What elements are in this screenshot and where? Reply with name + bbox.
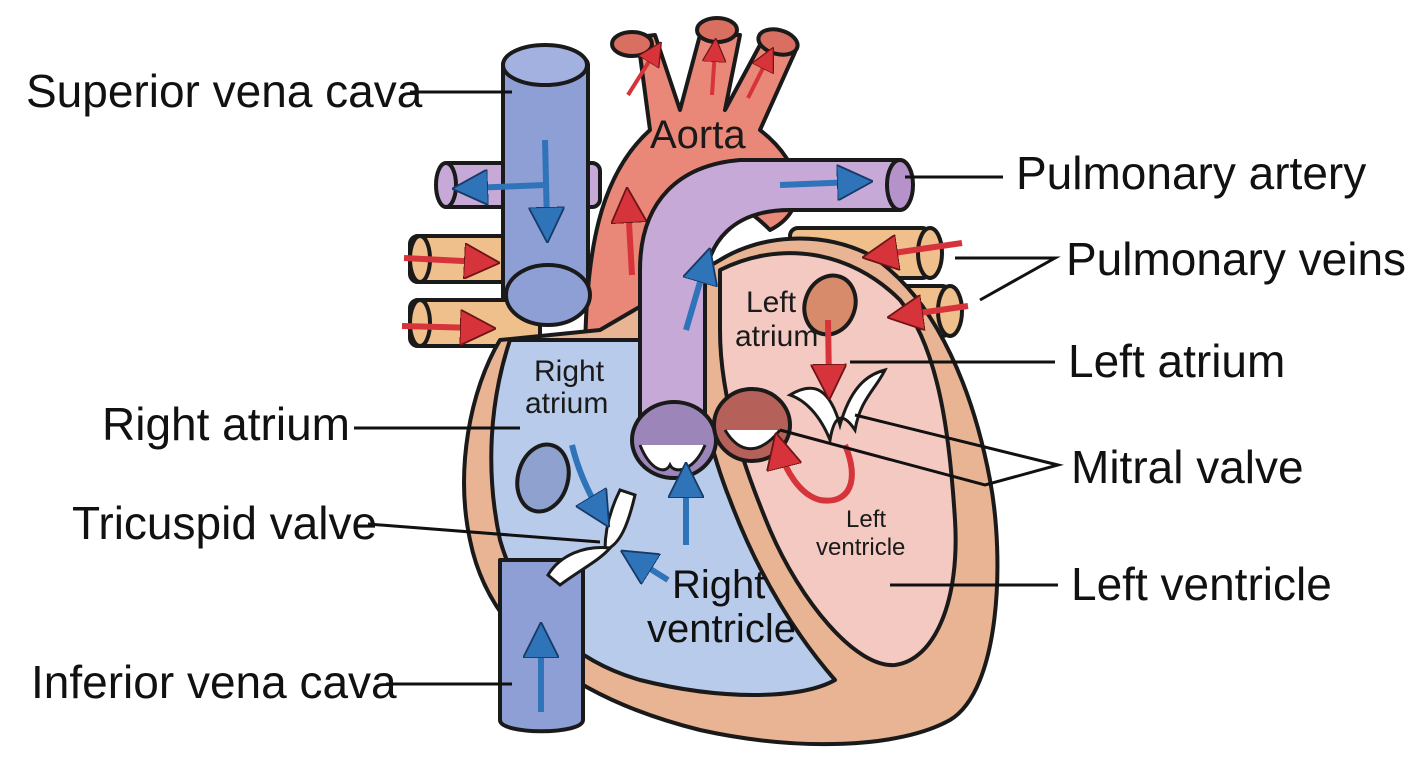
label-pulmonary-veins: Pulmonary veins — [1066, 233, 1406, 285]
inferior-vena-cava — [498, 558, 585, 734]
left-ventricle-inner-label-1: Left — [846, 506, 886, 533]
label-inferior-vena-cava: Inferior vena cava — [31, 656, 397, 708]
mitral-valve — [786, 367, 888, 446]
label-mitral-valve: Mitral valve — [1071, 441, 1304, 493]
label-pulmonary-artery: Pulmonary artery — [1016, 147, 1366, 199]
left-atrium-opening — [802, 273, 858, 337]
label-left-ventricle: Left ventricle — [1071, 558, 1332, 610]
label-superior-vena-cava: Superior vena cava — [26, 65, 423, 117]
right-ventricle-inner-label-2: ventricle — [647, 607, 796, 651]
label-right-atrium: Right atrium — [102, 398, 350, 450]
right-atrium-inner-label-1: Right — [534, 355, 605, 388]
left-ventricle-inner-label-2: ventricle — [816, 534, 905, 561]
aortic-valve — [712, 387, 792, 463]
aorta-label: Aorta — [650, 113, 746, 157]
left-chamber — [718, 251, 958, 668]
pulmonary-artery — [470, 158, 915, 442]
label-left-atrium: Left atrium — [1068, 335, 1285, 387]
right-atrium-opening — [515, 442, 571, 514]
left-atrium-inner-label-1: Left — [746, 286, 797, 319]
label-tricuspid-valve: Tricuspid valve — [72, 497, 377, 549]
right-ventricle-inner-label-1: Right — [672, 563, 765, 607]
superior-vena-cava — [501, 43, 592, 327]
left-atrium-inner-label-2: atrium — [735, 320, 818, 353]
right-atrium-inner-label-2: atrium — [525, 387, 608, 420]
pulmonary-valve — [630, 400, 718, 480]
leader-lines — [354, 90, 1064, 686]
tricuspid-valve — [546, 488, 637, 587]
flow-arrows — [401, 243, 969, 580]
